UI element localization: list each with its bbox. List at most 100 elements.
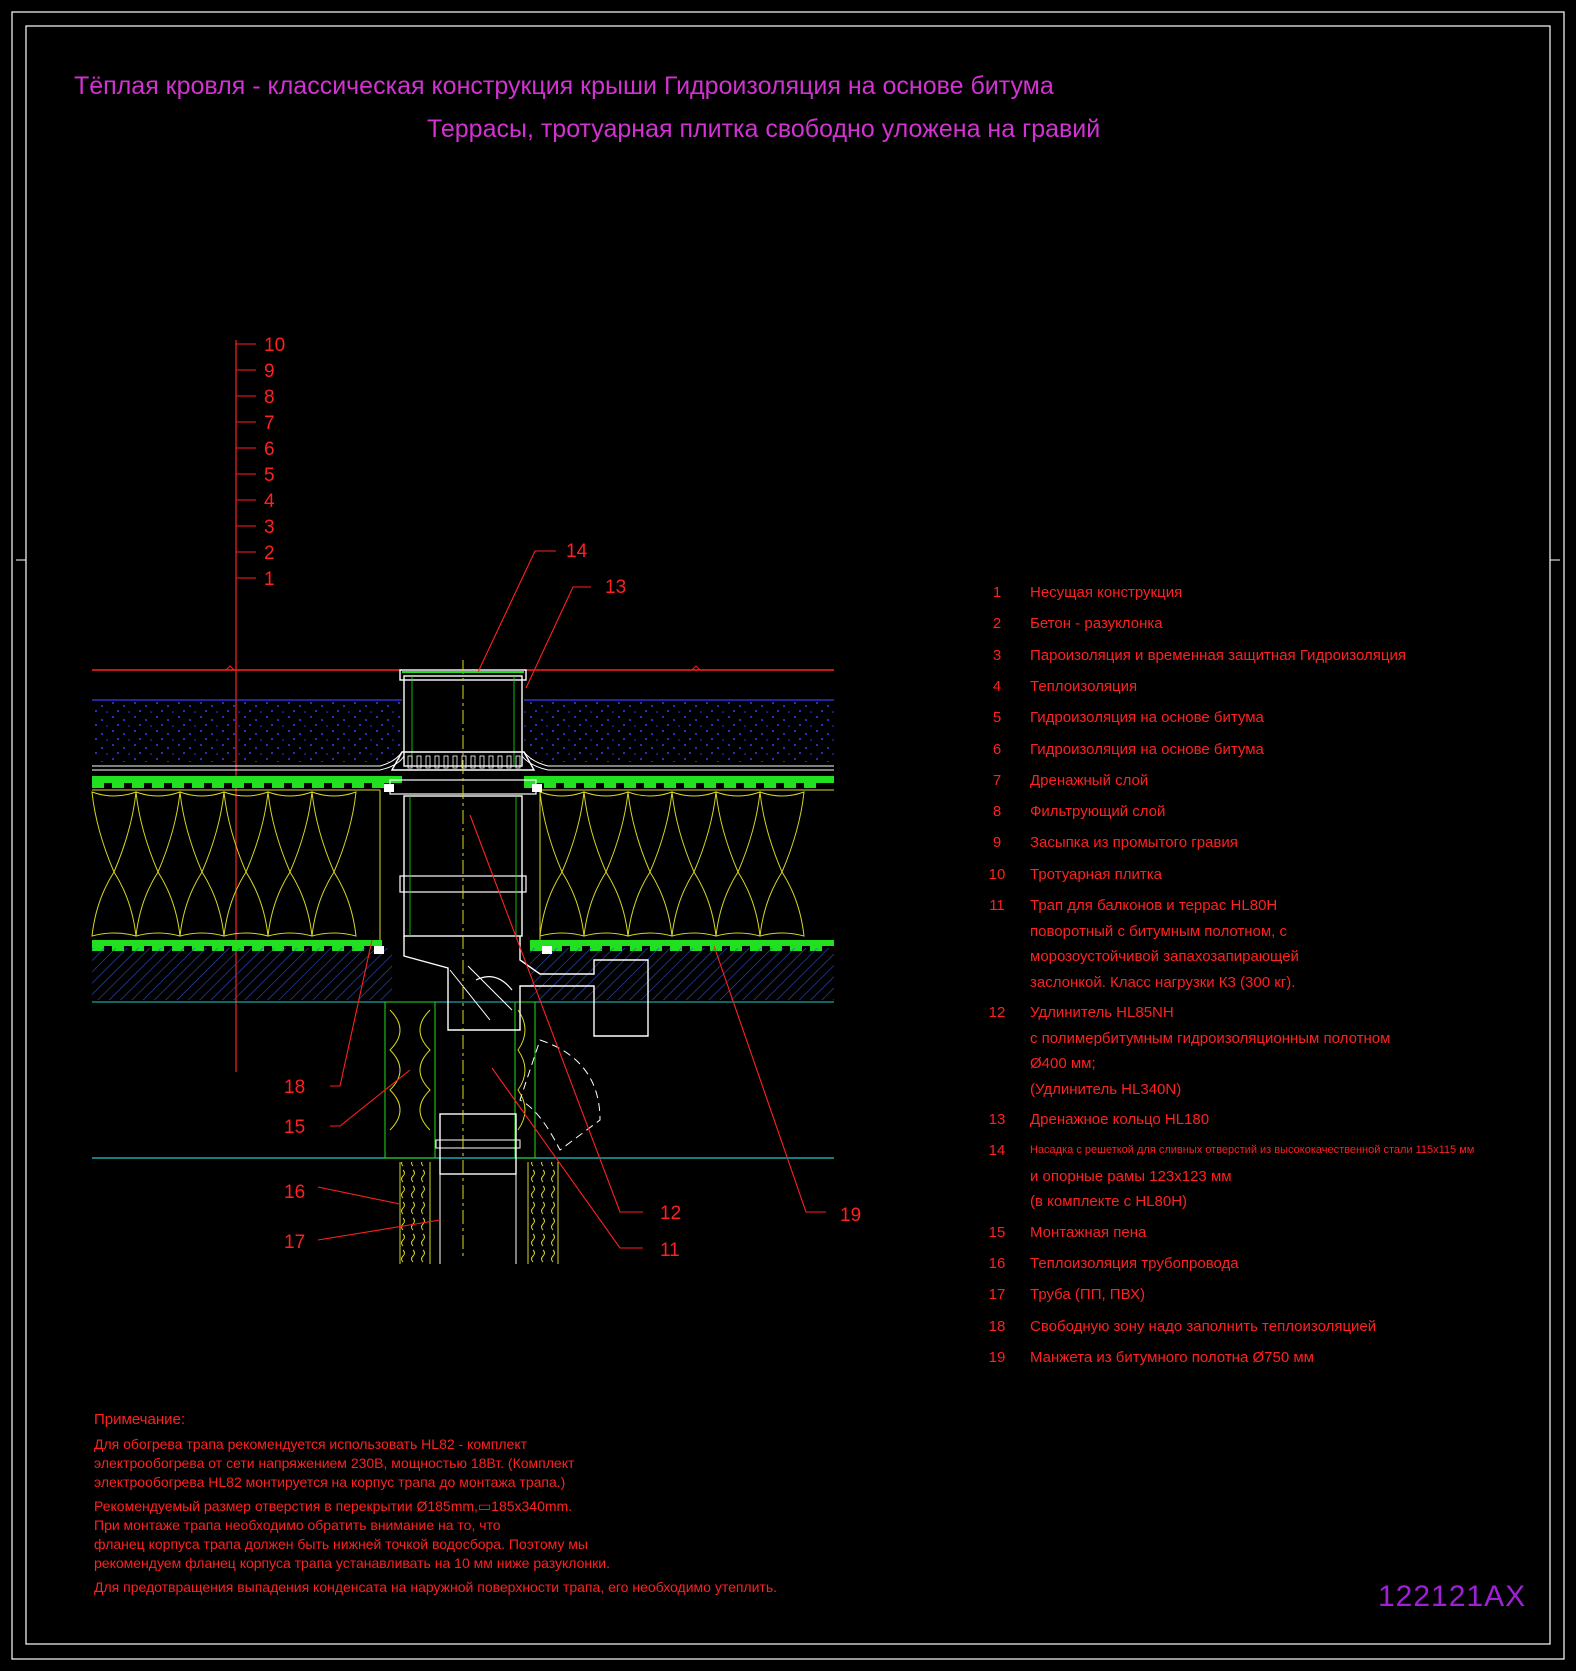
legend-text: Дренажное кольцо HL180 [1030, 1111, 1210, 1128]
notes-heading: Примечание: [94, 1411, 185, 1428]
legend-number: 12 [988, 1004, 1006, 1021]
note-line: электрообогрева от сети напряжением 230В… [94, 1455, 575, 1471]
ring-slot [497, 755, 503, 769]
scale-label-4: 4 [264, 491, 275, 512]
note-opening-size: Рекомендуемый размер отверстия в перекры… [94, 1497, 777, 1573]
notes: Примечание: Для обогрева трапа рекоменду… [94, 1410, 777, 1602]
drawing-title: Тёплая кровля - классическая конструкция… [74, 72, 1054, 100]
scale-label-8: 8 [264, 387, 275, 408]
note-line: фланец корпуса трапа должен быть нижней … [94, 1536, 588, 1552]
legend-text: Насадка с решеткой для сливных отверстий… [1030, 1144, 1475, 1157]
legend-number: 10 [988, 865, 1006, 883]
scale-label-7: 7 [264, 413, 275, 434]
drainage-bump [784, 783, 796, 788]
legend-text: заслонкой. Класс нагрузки К3 (300 кг). [1030, 973, 1296, 991]
drainage-bump [764, 783, 776, 788]
legend-number: 19 [988, 1349, 1006, 1366]
drainage-bump [112, 783, 124, 788]
insulation-lens [223, 791, 269, 937]
legend-text: Фильтрующий слой [1030, 803, 1166, 821]
ring-slot [407, 755, 413, 769]
drainage-bump [252, 783, 264, 788]
outer-frame [11, 11, 1565, 1660]
legend-number: 2 [992, 615, 1002, 633]
drainage-bump [172, 783, 184, 788]
ring-slot [443, 755, 449, 769]
pipe-with-insulation [399, 1162, 559, 1264]
drainage-bump [584, 783, 596, 788]
legend-number: 6 [992, 740, 1002, 758]
ring-slot [488, 755, 494, 769]
legend-text: Теплоизоляция [1030, 677, 1138, 695]
drainage-bump [664, 783, 676, 788]
legend-text: Монтажная пена [1030, 1223, 1147, 1241]
legend-text: (Удлинитель HL340N) [1030, 1080, 1182, 1098]
drainage-bump [132, 783, 144, 788]
drawing-subtitle: Террасы, тротуарная плитка свободно улож… [427, 115, 1101, 143]
legend-number: 15 [988, 1223, 1006, 1241]
legend-number: 8 [992, 803, 1002, 821]
drainage-bump [152, 783, 164, 788]
insulation-lens [759, 791, 805, 937]
drainage-bump [212, 783, 224, 788]
drainage-bump [564, 783, 576, 788]
note-line: Рекомендуемый размер отверстия в перекры… [94, 1498, 573, 1514]
drainage-bump [272, 783, 284, 788]
scale-label-2: 2 [264, 543, 275, 564]
callout-11: 11 [660, 1240, 680, 1261]
insulation-lens [671, 791, 717, 937]
ring-slot [452, 755, 458, 769]
gravel-layer [92, 699, 834, 762]
legend-text: (в комплекте с HL80H) [1030, 1193, 1188, 1211]
scale-label-1: 1 [264, 569, 275, 590]
note-line: рекомендуем фланец корпуса трапа устанав… [94, 1555, 610, 1571]
legend-number: 9 [992, 834, 1002, 852]
legend-text: Трап для балконов и террас HL80H [1030, 897, 1278, 914]
note-heating: Для обогрева трапа рекомендуется использ… [94, 1435, 777, 1492]
drainage-bump [352, 783, 364, 788]
legend-text: Тротуарная плитка [1030, 865, 1163, 883]
legend-text: Манжета из битумного полотна Ø750 мм [1030, 1349, 1314, 1366]
drainage-bump [524, 783, 536, 788]
ring-slot [434, 755, 440, 769]
drainage-bump [92, 783, 104, 788]
callout-12: 12 [660, 1203, 681, 1224]
inner-frame [25, 25, 1551, 1645]
note-line: При монтаже трапа необходимо обратить вн… [94, 1517, 501, 1533]
legend-text: Несущая конструкция [1030, 584, 1183, 601]
note-line: Для предотвращения выпадения конденсата … [94, 1579, 778, 1595]
legend-number: 3 [992, 646, 1002, 664]
callout-16: 16 [284, 1182, 305, 1203]
callout-14: 14 [566, 541, 588, 562]
insulation-lens [627, 791, 673, 937]
drainage-bump [624, 783, 636, 788]
insulation-lens [135, 791, 181, 937]
callout-labels: 14 13 18 15 16 17 12 11 19 [284, 541, 861, 1261]
drainage-bump [684, 783, 696, 788]
legend-number: 13 [988, 1111, 1006, 1128]
legend-text: Гидроизоляция на основе битума [1030, 740, 1264, 758]
drainage-bump [332, 783, 344, 788]
drainage-bump [804, 783, 816, 788]
drainage-bump [292, 783, 304, 788]
legend-text: Удлинитель HL85NH [1030, 1004, 1174, 1021]
legend-text: Пароизоляция и временная защитная Гидрои… [1030, 646, 1406, 664]
legend-number: 5 [992, 709, 1002, 727]
drainage-bump [704, 783, 716, 788]
ring-slot [515, 755, 521, 769]
legend-number: 11 [989, 897, 1005, 914]
drainage-bump [724, 783, 736, 788]
legend-text: Теплоизоляция трубопровода [1030, 1255, 1239, 1273]
drainage-bump [644, 783, 656, 788]
insulation-lens [179, 791, 225, 937]
note-condensation: Для предотвращения выпадения конденсата … [94, 1578, 777, 1597]
drainage-bump [192, 783, 204, 788]
callout-17: 17 [284, 1232, 305, 1253]
legend-number: 7 [992, 771, 1002, 789]
legend-text: Дренажный слой [1030, 771, 1149, 789]
mounting-foam [384, 1001, 536, 1159]
legend-number: 14 [988, 1142, 1006, 1160]
legend-number: 18 [988, 1317, 1006, 1335]
drainage-layer [92, 776, 834, 788]
note-line: электрообогрева HL82 монтируется на корп… [94, 1474, 566, 1490]
